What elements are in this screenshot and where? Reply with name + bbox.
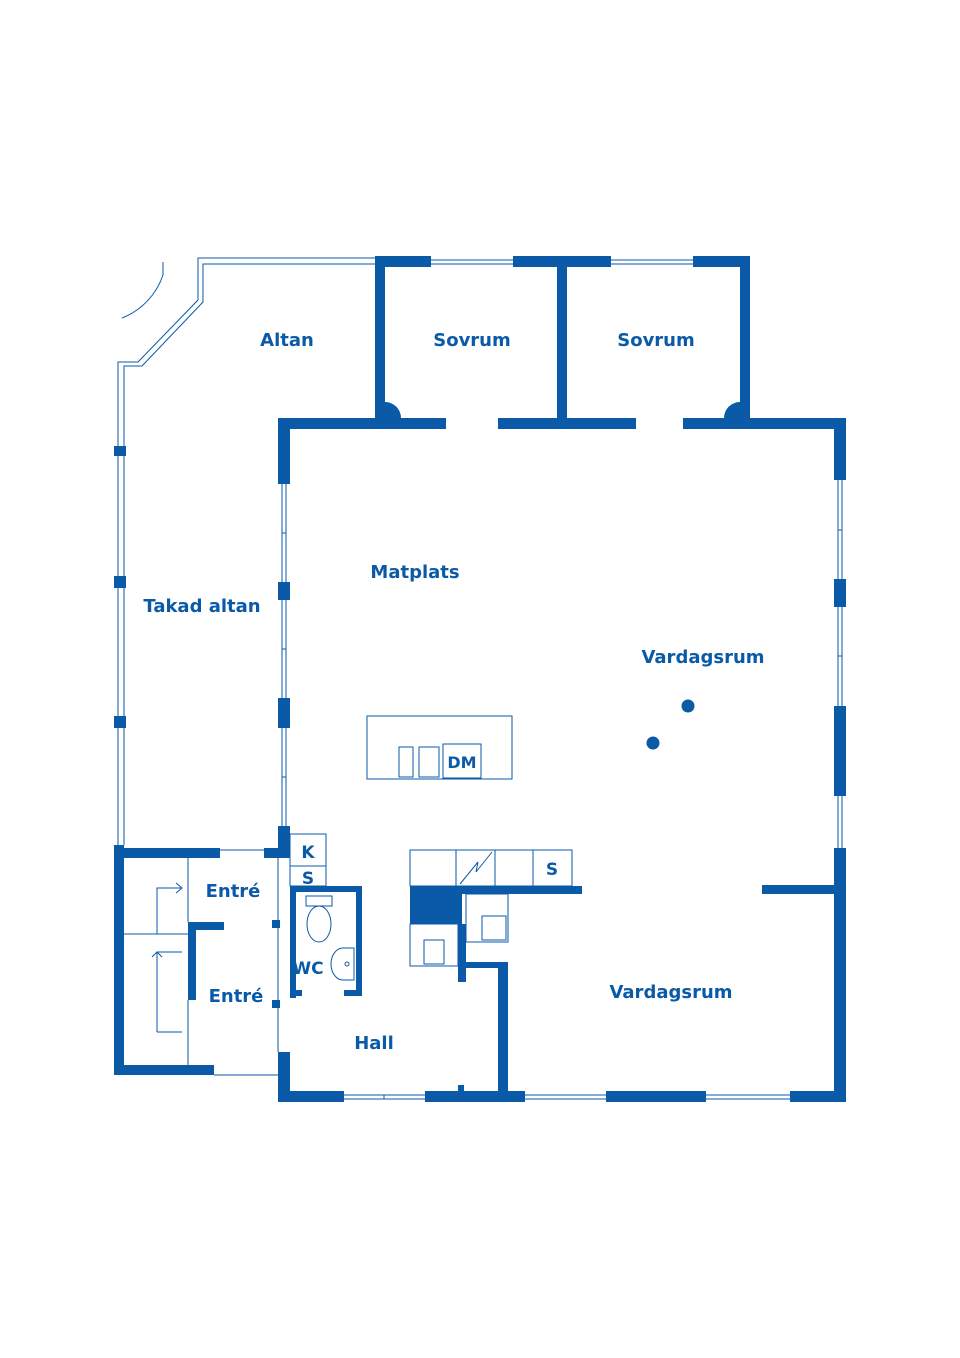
room-label-entre-2: Entré <box>209 986 264 1007</box>
column-dot <box>646 736 660 750</box>
wc-fixtures <box>305 895 355 981</box>
room-label-hall: Hall <box>354 1033 394 1054</box>
interior-walls <box>290 885 846 1102</box>
fixture-label-dishwasher: DM <box>447 753 476 772</box>
veranda-glass-posts <box>114 446 126 728</box>
room-label-wc: WC <box>292 959 323 979</box>
room-label-entre-1: Entré <box>206 881 261 902</box>
room-label-sovrum-2: Sovrum <box>617 330 695 351</box>
column-dot <box>681 699 695 713</box>
room-label-vardagsrum-upper: Vardagsrum <box>641 647 764 668</box>
fixture-label-wardrobe: S <box>546 860 558 880</box>
room-label-takad-altan: Takad altan <box>143 596 260 617</box>
room-label-matplats: Matplats <box>370 562 459 583</box>
fixture-label-freezer: S <box>302 869 314 889</box>
entrance-walls <box>114 845 290 1076</box>
fixture-label-fridge: K <box>301 843 315 863</box>
kitchen-counter <box>409 849 573 967</box>
main-walls <box>278 418 846 1102</box>
fridge-freezer <box>289 833 327 887</box>
veranda-outline <box>117 257 375 845</box>
room-label-vardagsrum-lower: Vardagsrum <box>609 982 732 1003</box>
kitchen-island <box>366 715 513 780</box>
room-label-altan: Altan <box>260 330 314 351</box>
room-label-sovrum-1: Sovrum <box>433 330 511 351</box>
bedroom-walls <box>375 256 750 428</box>
